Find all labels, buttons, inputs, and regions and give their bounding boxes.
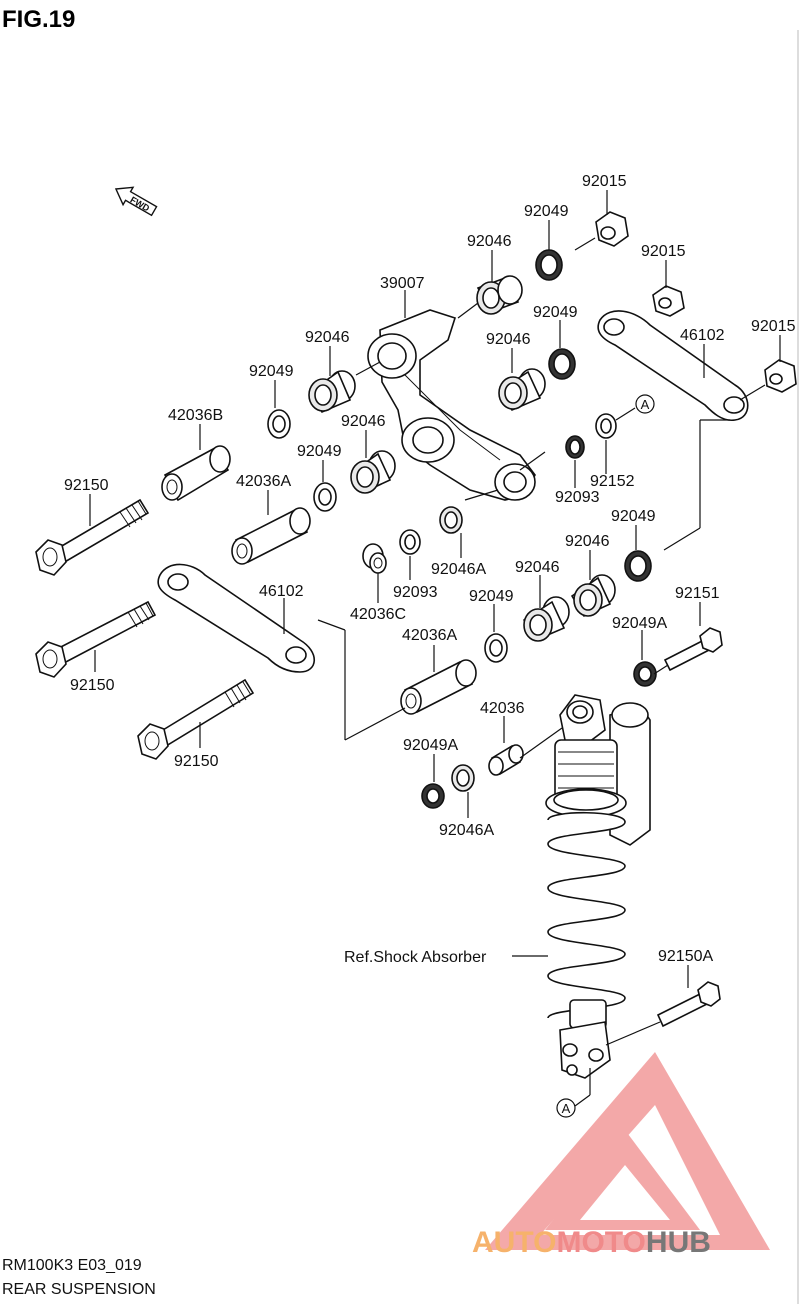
callout-92046a-bottom: 92046A [439, 822, 494, 839]
washer-92049a-right [633, 661, 657, 687]
callout-92046-top: 92046 [467, 233, 512, 250]
callout-42036a-lower: 42036A [402, 627, 457, 644]
callout-leaders [89, 190, 781, 988]
callout-92046a-mid: 92046A [431, 561, 486, 578]
callout-42036: 42036 [480, 700, 525, 717]
bearing-mid-lower [522, 596, 570, 642]
oil-seal-right-lower [624, 550, 652, 582]
oil-seal-top [535, 249, 563, 281]
washer-left-mid [313, 482, 337, 512]
bolt-92150-middle [35, 600, 157, 678]
callout-46102-lower: 46102 [259, 583, 304, 600]
bolt-92150a [656, 981, 721, 1028]
callout-92046-mid-lower: 92046 [515, 559, 560, 576]
connector-a-lower: A [556, 1098, 576, 1118]
callout-92049-left-mid: 92049 [297, 443, 342, 460]
fwd-arrow-icon: FWD [114, 186, 158, 217]
nut-92015-right [764, 359, 797, 393]
cushion-rod-lower [157, 563, 316, 673]
callout-92046-left-mid: 92046 [341, 413, 386, 430]
bearing-mid-upper [498, 368, 546, 412]
oil-seal-small-92093 [565, 435, 585, 459]
spacer-42036 [488, 744, 524, 776]
callout-92015-middle: 92015 [641, 243, 686, 260]
connector-a-lower-label: A [562, 1101, 571, 1116]
cushion-lever [367, 309, 536, 501]
bearing-92046a-bottom [451, 764, 475, 792]
callout-92049-left-upper: 92049 [249, 363, 294, 380]
watermark-text: AUTOMOTOHUB [472, 1226, 711, 1259]
callout-92150-upper: 92150 [64, 477, 109, 494]
shock-absorber-reference: Ref.Shock Absorber [344, 949, 487, 966]
section-title: REAR SUSPENSION [2, 1281, 156, 1298]
callout-92150-lower: 92150 [174, 753, 219, 770]
callout-92015-top: 92015 [582, 173, 627, 190]
bearing-top [476, 275, 523, 315]
callout-92046-left-upper: 92046 [305, 329, 350, 346]
shock-absorber [545, 694, 651, 1079]
callout-39007: 39007 [380, 275, 425, 292]
oil-seal-upper-mid [548, 348, 576, 380]
bolt-92151 [663, 627, 723, 672]
bolt-92150-upper [35, 498, 150, 576]
washer-92093-left [399, 529, 421, 555]
model-code: RM100K3 E03_019 [2, 1257, 142, 1274]
callout-92046-mid-upper: 92046 [486, 331, 531, 348]
callout-42036c: 42036C [350, 606, 406, 623]
callout-92049-upper-mid: 92049 [533, 304, 578, 321]
assembly-lines [317, 237, 766, 1107]
collar-42036c [362, 543, 387, 574]
bearing-right-lower [570, 574, 616, 618]
spacer-42036a-lower [400, 659, 477, 715]
bearing-left-upper [308, 370, 356, 414]
watermark-triangle-logo [485, 1052, 770, 1250]
watermark-hub: HUB [646, 1226, 711, 1259]
callout-92015-right: 92015 [751, 318, 796, 335]
callout-92049a-bottom: 92049A [403, 737, 458, 754]
callout-46102-upper: 46102 [680, 327, 725, 344]
washer-left-upper [267, 409, 291, 439]
watermark-auto: AUTO [472, 1226, 556, 1259]
callout-labels: 92015 92049 92046 92015 39007 92049 9201… [64, 173, 796, 966]
callout-92150-middle: 92150 [70, 677, 115, 694]
washer-92152 [595, 413, 617, 439]
cushion-rod-upper [597, 310, 749, 422]
callout-92049a-right: 92049A [612, 615, 667, 632]
washer-lower-mid [484, 633, 508, 663]
callout-92093-right: 92093 [555, 489, 600, 506]
nut-92015-top [595, 211, 629, 247]
bearing-left-mid [350, 450, 396, 494]
callout-92046-right-lower: 92046 [565, 533, 610, 550]
watermark-moto: MOTO [556, 1226, 645, 1259]
callout-92150a: 92150A [658, 948, 713, 965]
callout-92093-left: 92093 [393, 584, 438, 601]
callout-92049-lower-mid: 92049 [469, 588, 514, 605]
callout-92151: 92151 [675, 585, 720, 602]
washer-92049a-bottom [421, 783, 445, 809]
bearing-92046a-mid [439, 506, 463, 534]
connector-a-upper: A [635, 394, 655, 414]
spacer-42036a-upper [231, 507, 311, 565]
callout-92049-top: 92049 [524, 203, 569, 220]
callout-92049-right-lower: 92049 [611, 508, 656, 525]
callout-92152: 92152 [590, 473, 635, 490]
spacer-42036b [161, 445, 231, 502]
bolt-92150-lower [137, 678, 255, 760]
callout-42036b: 42036B [168, 407, 223, 424]
connector-a-upper-label: A [641, 397, 650, 412]
figure-title: FIG.19 [2, 6, 75, 33]
callout-42036a-upper: 42036A [236, 473, 291, 490]
nut-92015-middle [652, 285, 685, 317]
